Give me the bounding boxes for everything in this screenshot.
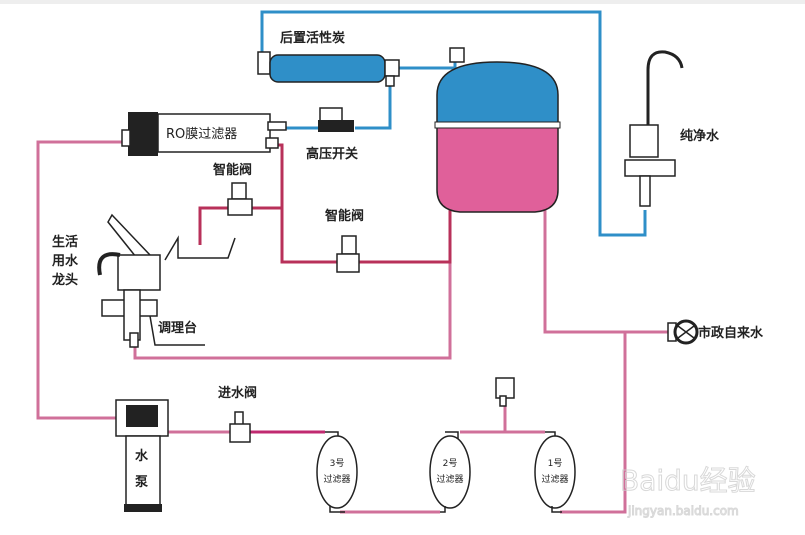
inlet-valve-label: 进水阀 [218,385,257,401]
sink-drain-icon [164,235,236,261]
high-pressure-switch [318,107,354,132]
filter-1-number: 1号 [548,458,563,469]
inlet-valve [229,411,251,443]
carbon-filter-label: 后置活性炭 [280,30,345,46]
smart-valve-1-label: 智能阀 [213,162,252,178]
filter-3-name: 过滤器 [323,473,350,485]
raw-water-pipes [36,140,672,514]
water-pump [115,399,169,512]
domestic-faucet [97,213,205,348]
filter-2 [429,431,471,513]
filter-3 [316,431,358,513]
smart-valve-1 [227,182,253,216]
ro-membrane-filter [121,112,287,156]
pure-water-label: 纯净水 [680,128,720,144]
post-carbon-filter [257,51,400,87]
pure-water-faucet [624,50,684,207]
filter-1 [534,431,576,513]
smart-valve-2-label: 智能阀 [325,208,364,224]
faucet-label-1: 生活 [52,234,78,250]
filter-1-name: 过滤器 [541,473,568,485]
filter-2-name: 过滤器 [436,473,463,485]
filter-valve [495,377,515,407]
smart-valve-2 [336,235,360,273]
pump-label-1: 水 [135,448,149,464]
faucet-label-3: 龙头 [52,272,78,288]
ro-filter-label: RO膜过滤器 [166,127,237,142]
pressure-switch-label: 高压开关 [306,146,358,162]
watermark-url: jingyan.baidu.com [627,504,739,518]
pressure-tank [434,47,561,213]
filter-2-number: 2号 [443,458,458,469]
tap-water-inlet [667,319,699,345]
faucet-label-2: 用水 [51,253,79,269]
watermark-brand: Baidu经验 [620,464,756,497]
filter-3-number: 3号 [330,458,345,469]
tap-water-label: 市政自来水 [698,325,764,341]
baidu-watermark: Baidu经验 jingyan.baidu.com [620,464,757,519]
counter-label: 调理台 [158,320,197,336]
pump-label-2: 泵 [135,475,148,490]
